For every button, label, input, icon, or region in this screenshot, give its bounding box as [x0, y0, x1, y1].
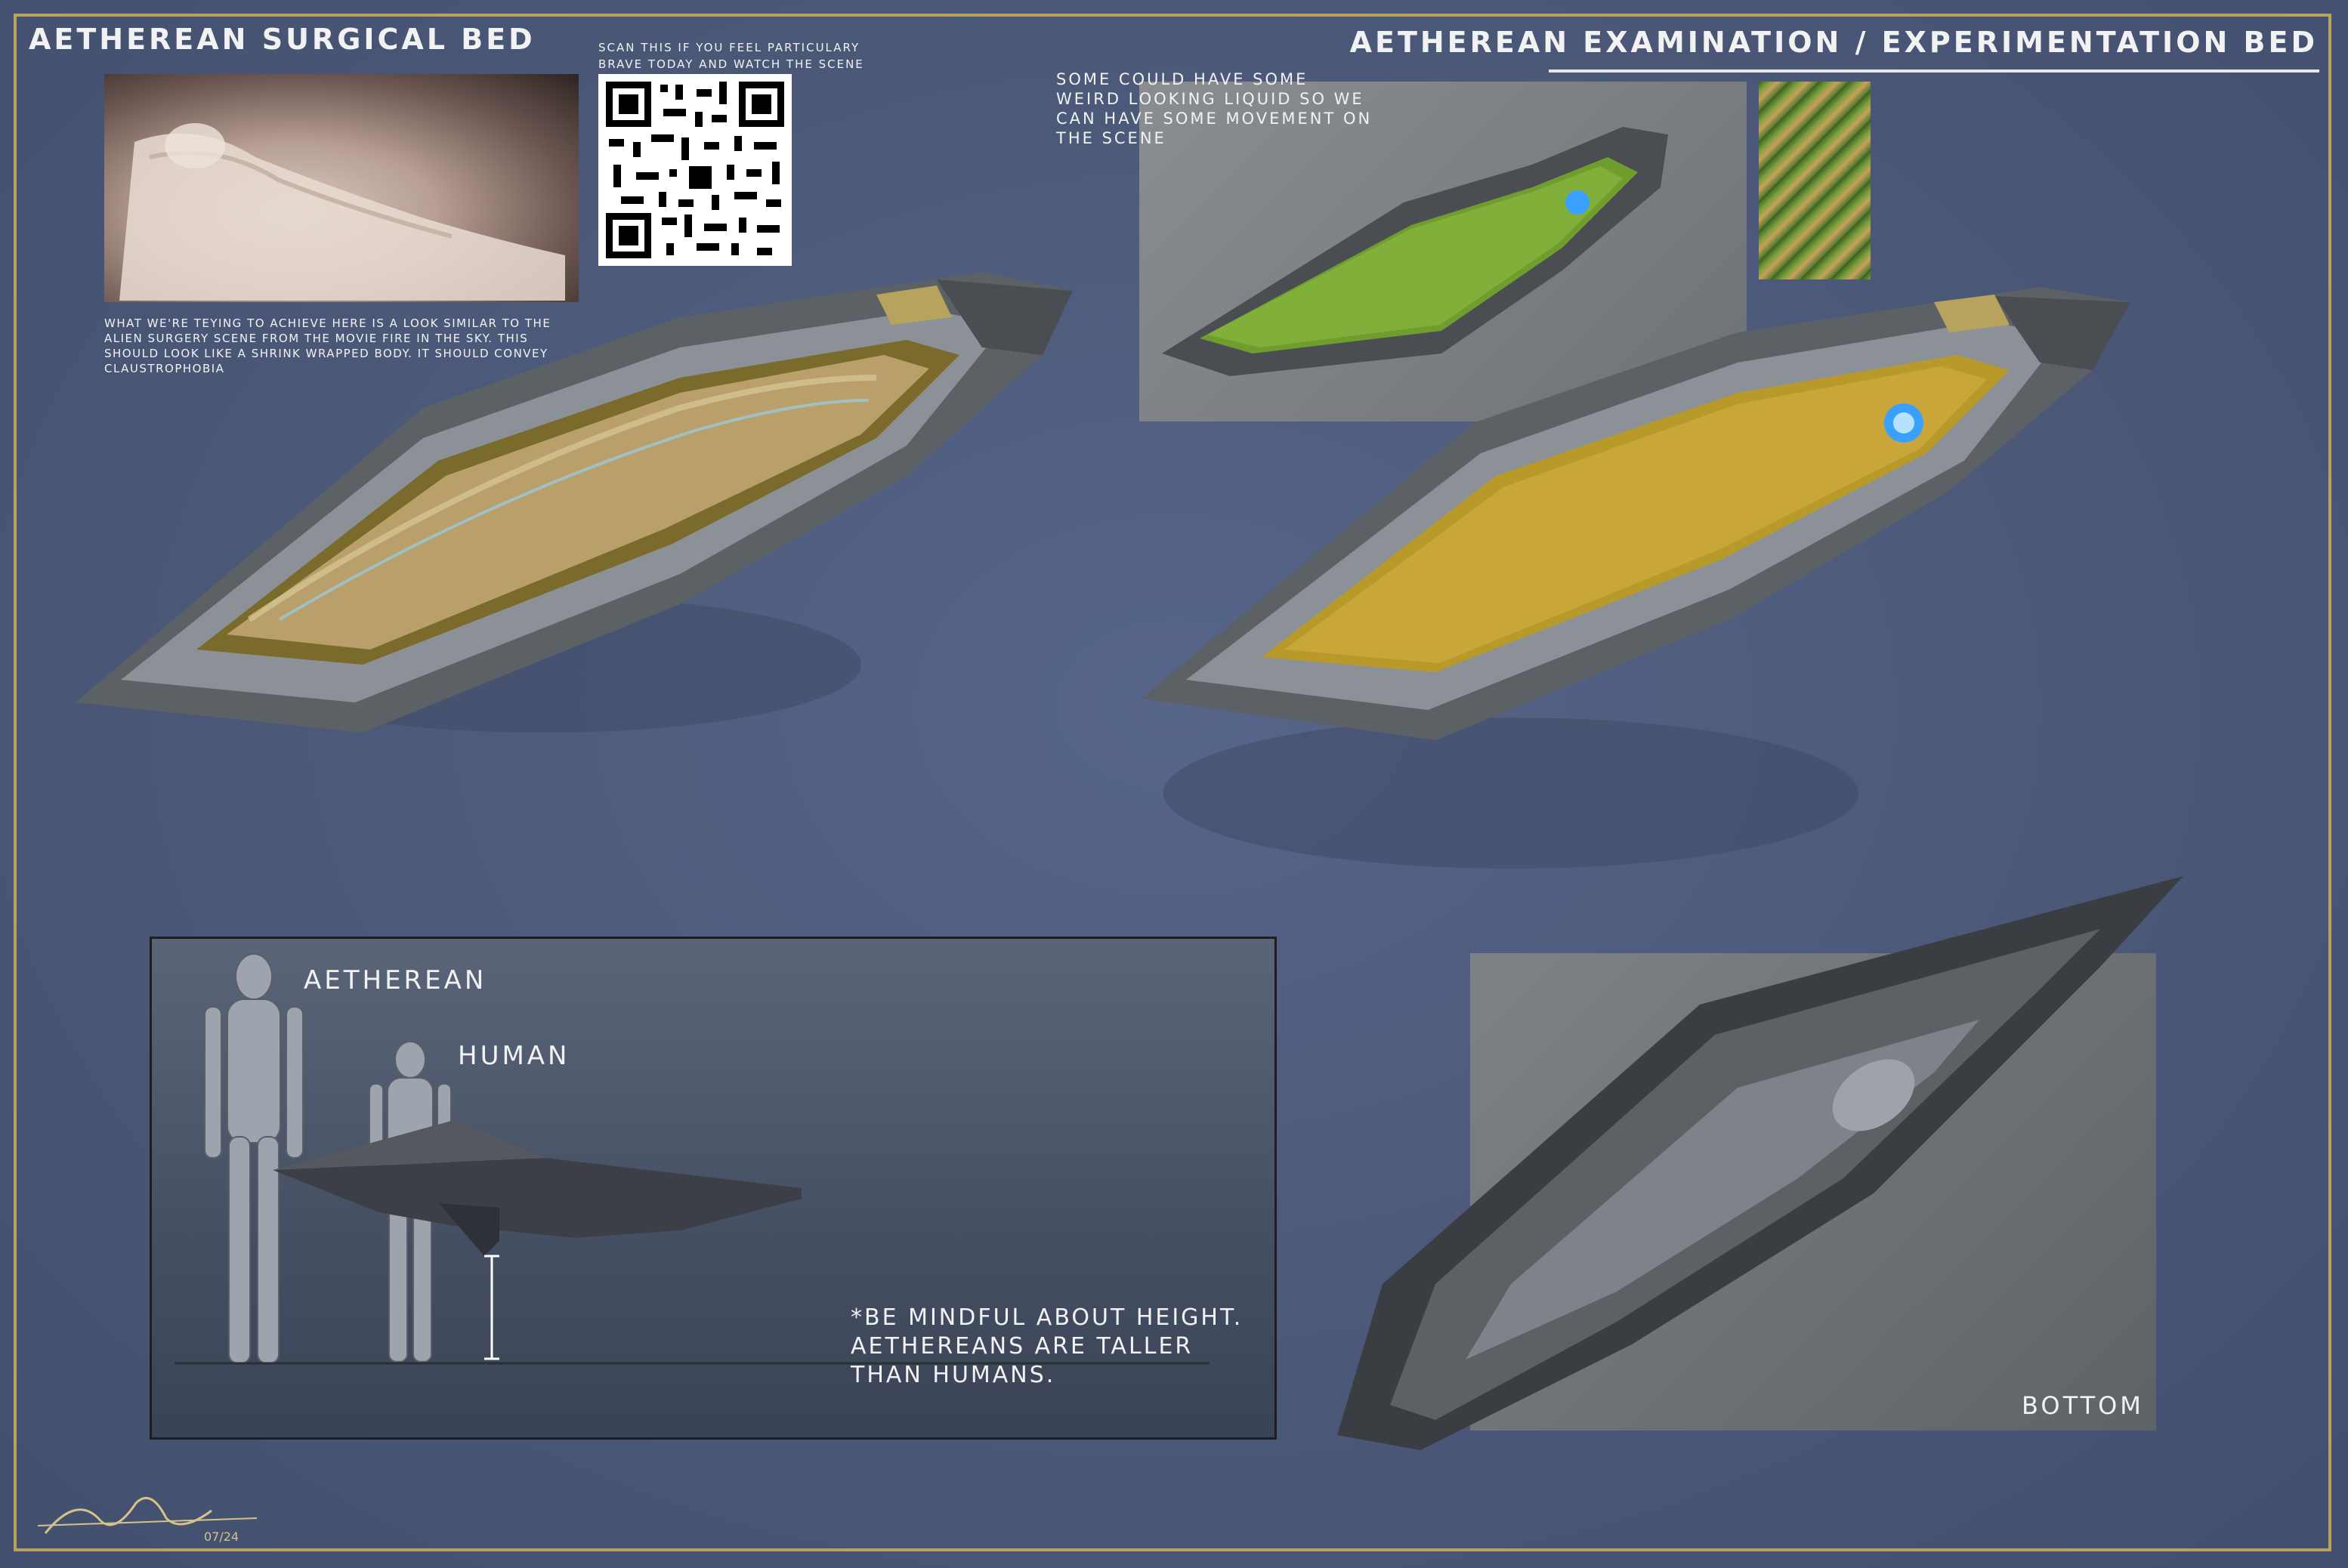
liquid-bed-render: [1139, 82, 1747, 421]
height-comparison-panel: [150, 937, 1277, 1440]
artist-signature: 07/24: [37, 1496, 258, 1544]
surgical-bed-title: Aetherean Surgical Bed: [29, 23, 536, 56]
height-note: *Be mindful about height. Aethereans are…: [851, 1304, 1244, 1388]
reference-photo: [104, 74, 579, 302]
aetherean-figure: [204, 953, 304, 1364]
surgical-bed: [76, 272, 1073, 733]
bed-side-view: [273, 1120, 802, 1256]
sheet-border: [14, 14, 2331, 1551]
aetherean-label: Aetherean: [304, 965, 487, 995]
signature-date: 07/24: [204, 1529, 239, 1544]
qr-code[interactable]: [598, 74, 792, 266]
human-label: Human: [458, 1041, 570, 1071]
examination-bed: [1141, 287, 2130, 740]
bottom-view-label: Bottom: [2022, 1391, 2144, 1420]
design-description: What we're teying to achieve here is a l…: [104, 316, 551, 375]
qr-caption: Scan this if you feel particulary brave …: [598, 41, 864, 71]
title-underline: [1549, 69, 2319, 73]
liquid-texture-swatch: [1759, 82, 1871, 279]
examination-bed-title: Aetherean Examination / Experimentation …: [1349, 26, 2318, 59]
liquid-note: Some could have some weird looking liqui…: [1056, 70, 1373, 147]
